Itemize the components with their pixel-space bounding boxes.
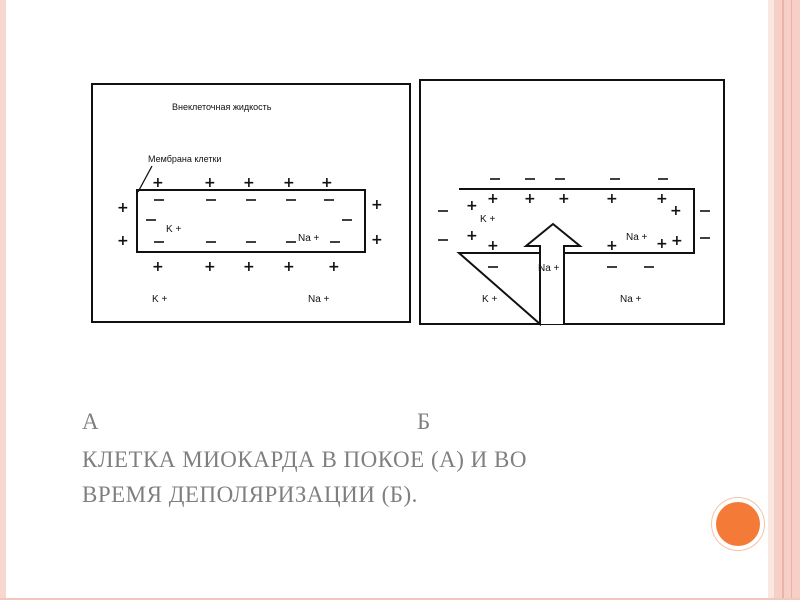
positive-charge: + xyxy=(487,191,499,207)
positive-charge: + xyxy=(204,259,216,275)
arrow-sodium-label: Na + xyxy=(538,263,560,274)
frame-right-inner-band xyxy=(768,0,774,600)
caption-line-2: ВРЕМЯ ДЕПОЛЯРИЗАЦИИ (Б). xyxy=(82,482,418,507)
positive-charge: + xyxy=(606,238,618,254)
potassium-ion-outside: K + xyxy=(152,294,167,305)
panel-b-outer-charges xyxy=(438,178,710,268)
sodium-ion-inside: Na + xyxy=(298,233,320,244)
sodium-influx-arrow xyxy=(523,222,583,324)
positive-charge: + xyxy=(283,175,295,191)
potassium-ion-inside: K + xyxy=(480,214,495,225)
panel-a: Внеклеточная жидкость Мембрана клетки + … xyxy=(91,83,411,323)
frame-right-line-thin xyxy=(791,0,792,600)
positive-charge: + xyxy=(204,175,216,191)
positive-charge: + xyxy=(656,236,668,252)
panel-a-outer-side-charges: + + + + xyxy=(117,197,383,249)
potassium-ion-outside: K + xyxy=(482,294,497,305)
sodium-ion-outside: Na + xyxy=(308,294,330,305)
positive-charge: + xyxy=(321,175,333,191)
extracellular-fluid-label: Внеклеточная жидкость xyxy=(172,102,272,112)
positive-charge: + xyxy=(152,259,164,275)
panel-b-border xyxy=(419,79,725,325)
membrane-diagram: Внеклеточная жидкость Мембрана клетки + … xyxy=(91,79,725,327)
positive-charge: + xyxy=(152,175,164,191)
positive-charge: + xyxy=(371,197,383,213)
caption-letter-b: Б xyxy=(417,409,431,434)
positive-charge: + xyxy=(558,191,570,207)
panel-a-outer-top-charges: + + + + + xyxy=(152,175,333,191)
panel-a-outer-bottom-charges: + + + + + xyxy=(152,259,340,275)
frame-left-border xyxy=(0,0,6,600)
panel-b: Na + + + + + + + + + + + xyxy=(419,79,725,327)
accent-circle xyxy=(716,502,760,546)
panel-b-inner-charges: + + + + + + + + + + + + xyxy=(466,191,683,254)
frame-right-line xyxy=(782,0,784,600)
panel-a-inner-charges xyxy=(146,199,352,243)
positive-charge: + xyxy=(670,203,682,219)
caption-line-1: КЛЕТКА МИОКАРДА В ПОКОЕ (А) И ВО xyxy=(82,447,527,472)
potassium-ion-inside: K + xyxy=(166,224,181,235)
positive-charge: + xyxy=(371,232,383,248)
positive-charge: + xyxy=(656,191,668,207)
positive-charge: + xyxy=(466,198,478,214)
positive-charge: + xyxy=(243,175,255,191)
positive-charge: + xyxy=(117,233,129,249)
positive-charge: + xyxy=(606,191,618,207)
panel-a-cell-membrane xyxy=(136,189,366,253)
positive-charge: + xyxy=(328,259,340,275)
cell-membrane-label: Мембрана клетки xyxy=(148,154,221,164)
sodium-ion-inside: Na + xyxy=(626,232,648,243)
positive-charge: + xyxy=(487,238,499,254)
positive-charge: + xyxy=(283,259,295,275)
positive-charge: + xyxy=(524,191,536,207)
positive-charge: + xyxy=(243,259,255,275)
positive-charge: + xyxy=(466,228,478,244)
sodium-ion-outside: Na + xyxy=(620,294,642,305)
caption-letter-a: А xyxy=(82,409,100,434)
membrane-pointer-line xyxy=(137,165,153,193)
panel-a-border xyxy=(91,83,411,323)
frame-bottom-border xyxy=(0,598,800,600)
positive-charge: + xyxy=(117,200,129,216)
frame-right-border xyxy=(774,0,800,600)
positive-charge: + xyxy=(671,233,683,249)
